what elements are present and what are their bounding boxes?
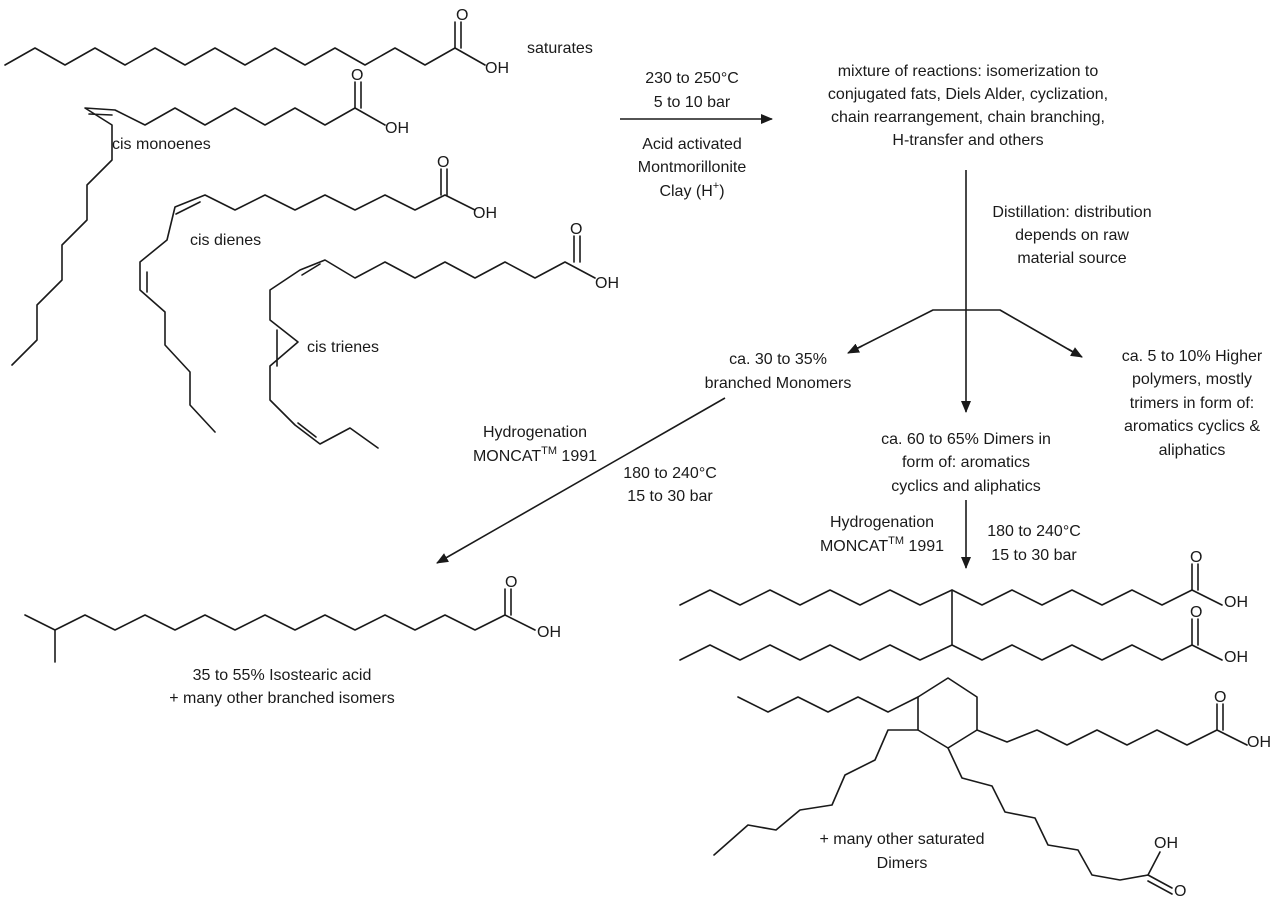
cyclic-dimer-structure: O OH O OH xyxy=(713,677,1271,900)
hydroxyl-label: OH xyxy=(1224,649,1248,666)
cis-diene-structure: O OH xyxy=(139,154,497,433)
dimers-line2: form of: aromatics xyxy=(902,454,1030,471)
step1-temperature: 230 to 250°C xyxy=(645,70,739,87)
right-pressure: 15 to 30 bar xyxy=(991,547,1077,564)
carbonyl-oxygen-label: O xyxy=(1214,689,1226,706)
monomers-line1: ca. 30 to 35% xyxy=(729,351,827,368)
monomer-branch-arrowhead xyxy=(847,343,863,354)
dimers-line1: ca. 60 to 65% Dimers in xyxy=(881,431,1051,448)
hydroxyl-label: OH xyxy=(485,60,509,77)
saturated-dimers-line1: + many other saturated xyxy=(820,831,985,848)
split-branch-line xyxy=(849,309,1081,357)
polymers-line4: aromatics cyclics & xyxy=(1124,418,1260,435)
hydroxyl-label: OH xyxy=(1247,734,1271,751)
isostearic-line2: + many other branched isomers xyxy=(169,690,394,707)
hydroxyl-label: OH xyxy=(385,120,409,137)
left-moncat-label: MONCATTM 1991 xyxy=(473,445,597,465)
distillation-line1: Distillation: distribution xyxy=(992,204,1151,221)
distillation-line3: material source xyxy=(1017,250,1126,267)
carbonyl-oxygen-label: O xyxy=(456,7,468,24)
step1-catalyst-line2: Montmorillonite xyxy=(638,159,747,176)
hydroxyl-label: OH xyxy=(537,624,561,641)
saturated-dimers-line2: Dimers xyxy=(877,855,928,872)
distillation-line2: depends on raw xyxy=(1015,227,1129,244)
right-hydrogenation-label: Hydrogenation xyxy=(830,514,934,531)
isostearic-acid-structure: O OH xyxy=(24,574,561,663)
carbonyl-oxygen-label: O xyxy=(437,154,449,171)
polymer-branch-arrowhead xyxy=(1067,347,1083,358)
polymers-line1: ca. 5 to 10% Higher xyxy=(1122,348,1263,365)
left-pressure: 15 to 30 bar xyxy=(627,488,713,505)
acyclic-dimer-structure: O OH O OH xyxy=(679,549,1248,666)
step1-pressure: 5 to 10 bar xyxy=(654,94,731,111)
polymers-line2: polymers, mostly xyxy=(1132,371,1252,388)
monomers-line2: branched Monomers xyxy=(705,375,852,392)
saturates-label: saturates xyxy=(527,40,593,57)
step1-catalyst-line1: Acid activated xyxy=(642,136,742,153)
reactions-line1: mixture of reactions: isomerization to xyxy=(838,63,1099,80)
reactions-line2: conjugated fats, Diels Alder, cyclizatio… xyxy=(828,86,1108,103)
reactions-line3: chain rearrangement, chain branching, xyxy=(831,109,1105,126)
left-temperature: 180 to 240°C xyxy=(623,465,717,482)
cis-dienes-label: cis dienes xyxy=(190,232,261,249)
hydroxyl-label: OH xyxy=(1154,835,1178,852)
dimers-line3: cyclics and aliphatics xyxy=(891,478,1040,495)
cis-monoenes-label: cis monoenes xyxy=(112,136,211,153)
left-hydrogenation-label: Hydrogenation xyxy=(483,424,587,441)
hydroxyl-label: OH xyxy=(595,275,619,292)
right-temperature: 180 to 240°C xyxy=(987,523,1081,540)
reactions-line4: H-transfer and others xyxy=(892,132,1043,149)
carbonyl-oxygen-label: O xyxy=(1174,883,1186,900)
hydroxyl-label: OH xyxy=(473,205,497,222)
right-moncat-label: MONCATTM 1991 xyxy=(820,535,944,555)
carbonyl-oxygen-label: O xyxy=(505,574,517,591)
hydroxyl-label: OH xyxy=(1224,594,1248,611)
carbonyl-oxygen-label: O xyxy=(1190,604,1202,621)
carbonyl-oxygen-label: O xyxy=(351,67,363,84)
carbonyl-oxygen-label: O xyxy=(570,221,582,238)
polymers-line3: trimers in form of: xyxy=(1130,395,1254,412)
step1-catalyst-line3: Clay (H+) xyxy=(659,180,724,200)
carbonyl-oxygen-label: O xyxy=(1190,549,1202,566)
polymers-line5: aliphatics xyxy=(1159,442,1226,459)
monomer-hydrogenation-arrow xyxy=(436,397,726,564)
isostearic-line1: 35 to 55% Isostearic acid xyxy=(193,667,372,684)
cis-monoene-structure: O OH xyxy=(11,67,409,366)
saturated-fatty-acid-structure: O OH xyxy=(4,7,509,77)
cis-trienes-label: cis trienes xyxy=(307,339,379,356)
cis-triene-structure: O OH xyxy=(269,221,619,449)
